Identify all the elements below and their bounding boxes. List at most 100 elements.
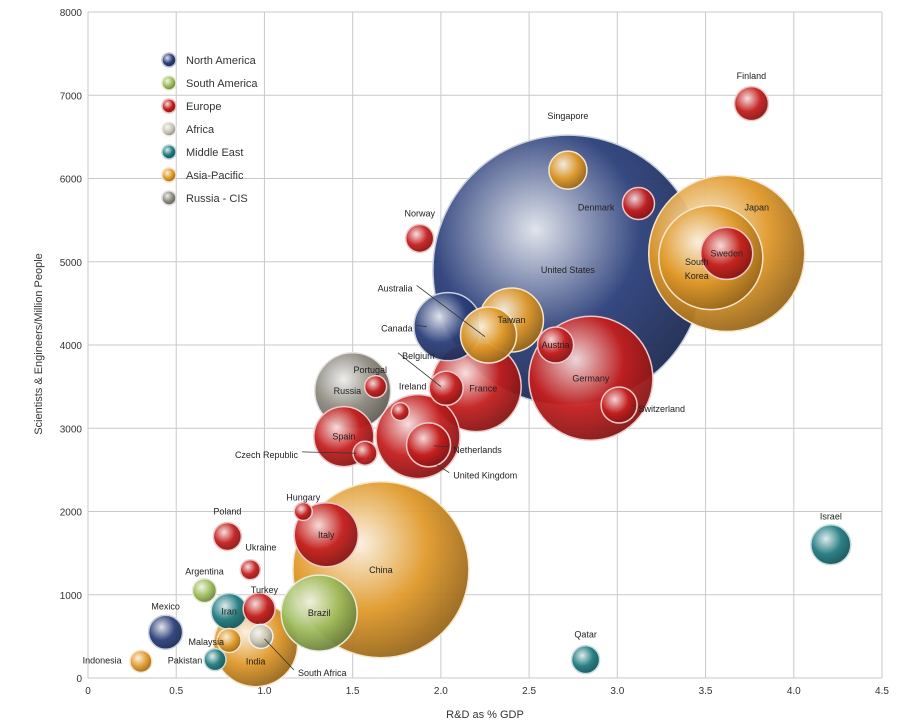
bubble-label-israel: Israel xyxy=(820,511,842,521)
legend-swatch-africa xyxy=(161,121,177,137)
bubble-label-united-states: United States xyxy=(541,265,596,275)
bubble-label-france: France xyxy=(469,383,497,393)
bubble-label-brazil: Brazil xyxy=(308,608,331,618)
bubble-brazil xyxy=(280,574,358,652)
bubble-label-south-korea: Korea xyxy=(685,271,709,281)
bubble-south-africa xyxy=(248,623,274,650)
bubble-turkey xyxy=(242,592,276,626)
leader-line xyxy=(301,451,357,454)
bubble-ukraine xyxy=(239,559,262,581)
y-axis-label: Scientists & Engineers/Million People xyxy=(33,253,45,435)
bubble-czech-republic xyxy=(352,440,378,466)
bubble-label-russia: Russia xyxy=(334,386,362,396)
bubble-norway xyxy=(404,223,435,254)
bubble-label-austria: Austria xyxy=(542,340,570,350)
bubble-label-sweden: Sweden xyxy=(710,248,743,258)
bubble-belgium xyxy=(428,370,464,407)
x-tick-label: 2.0 xyxy=(434,686,448,697)
legend-label-russia-cis: Russia - CIS xyxy=(186,193,248,205)
bubble-label-turkey: Turkey xyxy=(251,585,279,595)
bubble-malaysia xyxy=(216,627,242,654)
y-tick-label: 6000 xyxy=(60,175,83,186)
leader-line xyxy=(416,324,427,328)
leader-line xyxy=(433,445,450,448)
legend-label-middle-east: Middle East xyxy=(186,147,243,159)
bubble-label-argentina: Argentina xyxy=(185,566,224,576)
leader-line xyxy=(397,352,442,387)
legend-label-europe: Europe xyxy=(186,101,221,113)
legend-label-south-america: South America xyxy=(186,78,258,90)
legend-swatch-russia-cis xyxy=(161,190,177,206)
bubble-label-portugal: Portugal xyxy=(354,365,388,375)
bubble-australia xyxy=(459,306,518,364)
bubble-austria xyxy=(536,326,575,364)
x-tick-label: 0 xyxy=(85,686,91,697)
legend-label-asia-pacific: Asia-Pacific xyxy=(186,170,244,182)
bubble-indonesia xyxy=(129,649,153,674)
x-tick-label: 3.0 xyxy=(610,686,624,697)
bubble-switzerland xyxy=(600,386,638,424)
x-tick-label: 1.5 xyxy=(346,686,360,697)
bubble-label-australia: Australia xyxy=(378,283,413,293)
bubble-netherlands xyxy=(405,422,452,468)
bubble-label-poland: Poland xyxy=(213,507,241,517)
bubble-label-canada: Canada xyxy=(381,323,413,333)
legend-swatch-europe xyxy=(161,98,177,114)
x-axis-label: R&D as % GDP xyxy=(446,709,524,721)
bubble-singapore xyxy=(548,150,588,190)
x-tick-label: 4.0 xyxy=(787,686,801,697)
bubble-label-singapore: Singapore xyxy=(547,111,588,121)
legend-swatch-north-america xyxy=(161,52,177,68)
bubble-label-switzerland: Switzerland xyxy=(639,404,686,414)
y-tick-label: 8000 xyxy=(60,8,83,19)
y-tick-label: 7000 xyxy=(60,91,83,102)
bubble-label-netherlands: Netherlands xyxy=(453,445,502,455)
legend-swatch-asia-pacific xyxy=(161,167,177,183)
y-tick-label: 0 xyxy=(76,674,82,685)
bubble-ireland xyxy=(390,401,411,422)
bubble-label-finland: Finland xyxy=(737,71,767,81)
bubble-italy xyxy=(293,502,359,568)
bubble-labels: United StatesJapanChinaGermanySouthKorea… xyxy=(83,71,842,678)
y-tick-label: 5000 xyxy=(60,258,83,269)
bubble-label-norway: Norway xyxy=(404,208,435,218)
bubble-portugal xyxy=(363,374,388,399)
bubble-label-taiwan: Taiwan xyxy=(497,315,525,325)
y-tick-label: 3000 xyxy=(60,424,83,435)
bubble-label-hungary: Hungary xyxy=(286,492,321,502)
bubbles xyxy=(129,85,852,688)
legend-label-north-america: North America xyxy=(186,55,257,67)
x-tick-label: 4.5 xyxy=(875,686,889,697)
bubble-label-india: India xyxy=(246,656,266,666)
bubble-label-czech-republic: Czech Republic xyxy=(235,450,299,460)
x-tick-label: 3.5 xyxy=(699,686,713,697)
bubble-israel xyxy=(810,524,852,566)
bubble-finland xyxy=(733,85,770,122)
bubble-label-pakistan: Pakistan xyxy=(168,656,203,666)
y-tick-label: 4000 xyxy=(60,341,83,352)
bubble-hungary xyxy=(293,501,314,522)
bubble-mexico xyxy=(147,614,184,650)
y-tick-label: 2000 xyxy=(60,508,83,519)
bubble-label-spain: Spain xyxy=(332,432,355,442)
bubble-label-ireland: Ireland xyxy=(399,382,427,392)
bubble-poland xyxy=(212,521,243,552)
y-tick-label: 1000 xyxy=(60,591,83,602)
bubble-label-belgium: Belgium xyxy=(402,351,435,361)
legend-swatch-middle-east xyxy=(161,144,177,160)
x-tick-label: 1.0 xyxy=(257,686,271,697)
bubble-argentina xyxy=(191,577,218,604)
bubble-label-china: China xyxy=(369,565,393,575)
bubble-label-south-africa: South Africa xyxy=(298,668,347,678)
leader-line xyxy=(416,285,486,337)
bubble-label-ukraine: Ukraine xyxy=(245,542,276,552)
bubble-sweden xyxy=(699,226,754,281)
bubble-label-italy: Italy xyxy=(318,530,335,540)
bubble-label-qatar: Qatar xyxy=(574,630,597,640)
bubble-qatar xyxy=(570,644,601,675)
x-tick-label: 2.5 xyxy=(522,686,536,697)
bubble-label-iran: Iran xyxy=(221,606,237,616)
